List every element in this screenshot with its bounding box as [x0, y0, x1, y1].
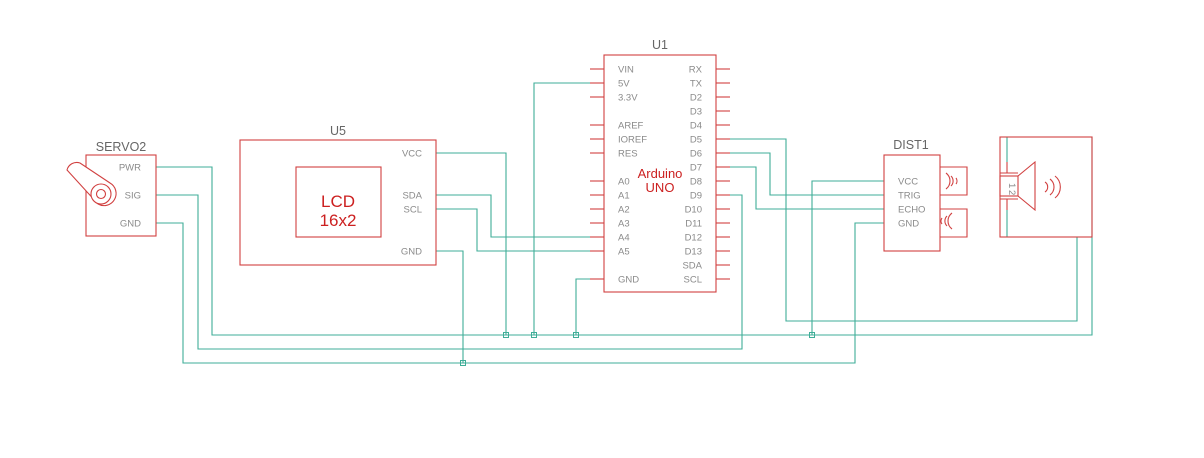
wire-d9-servo-sig[interactable] — [156, 194, 743, 350]
arduino-body — [603, 54, 717, 293]
arduino-left-pin-label: VIN — [618, 65, 634, 76]
servo-horn-icon — [66, 161, 117, 207]
dist-ref-label: DIST1 — [893, 138, 928, 152]
lcd-pin-label: SDA — [402, 191, 422, 202]
sound-wave-icon — [1044, 175, 1061, 199]
servo-pins: PWR SIG GND — [119, 163, 141, 230]
wire-gnd-servo[interactable] — [156, 222, 884, 364]
arduino-right-pin-label: SCL — [684, 275, 702, 286]
arduino-right-pin-label: RX — [689, 65, 703, 76]
arduino-title-line1: Arduino — [638, 166, 683, 181]
wire-d7-echo[interactable] — [716, 166, 884, 210]
arduino-left-pin-label: GND — [618, 275, 639, 286]
ultrasonic-transducer-icon — [940, 166, 968, 238]
lcd-pin-label: GND — [401, 247, 422, 258]
wire-5v-lcd-vcc[interactable] — [436, 152, 507, 335]
servo-pin-label: GND — [120, 219, 141, 230]
lcd-pins: VCC SDA SCL GND — [401, 149, 423, 258]
arduino-left-pin-label: A4 — [618, 233, 630, 244]
arduino-right-pin-label: D2 — [690, 93, 702, 104]
junction — [573, 332, 579, 338]
arduino-right-pin-label: D3 — [690, 107, 702, 118]
arduino-right-pin-label: SDA — [682, 261, 702, 272]
lcd-title-line2: 16x2 — [320, 211, 357, 230]
lcd-pin-label: VCC — [402, 149, 422, 160]
servo-pin-label: SIG — [125, 191, 141, 202]
speaker-component[interactable]: 1 2 — [999, 136, 1093, 238]
wire-5v-rail[interactable] — [156, 82, 604, 336]
arduino-right-pin-label: D12 — [685, 233, 702, 244]
junction — [809, 332, 815, 338]
dist-pin-label: TRIG — [898, 191, 921, 202]
arduino-left-pin-label: 3.3V — [618, 93, 638, 104]
servo-pin-label: PWR — [119, 163, 141, 174]
arduino-title-line2: UNO — [646, 180, 675, 195]
wire-scl[interactable] — [436, 208, 604, 252]
servo-ref-label: SERVO2 — [96, 140, 147, 154]
arduino-uno-component[interactable]: U1 Arduino UNO VIN 5V 3.3V AREF IOREF RES A0A1… — [590, 38, 730, 293]
dist-body — [883, 154, 941, 252]
lcd-body — [239, 139, 437, 266]
arduino-left-pin-label: A1 — [618, 191, 630, 202]
servo-body — [85, 154, 157, 237]
junction — [460, 360, 466, 366]
wire-5v-dist-vcc[interactable] — [534, 180, 884, 336]
arduino-left-pin-label: A2 — [618, 205, 630, 216]
arduino-left-pin-label: A3 — [618, 219, 630, 230]
dist-pin-label: ECHO — [898, 205, 925, 216]
distance-sensor-component[interactable]: DIST1 VCC TRIG ECHO GND — [883, 138, 968, 252]
arduino-right-pin-label: D4 — [690, 121, 702, 132]
arduino-right-pin-label: D9 — [690, 191, 702, 202]
arduino-left-pin-label: A0 — [618, 177, 630, 188]
arduino-right-pin-label: TX — [690, 79, 703, 90]
arduino-left-pin-label: IOREF — [618, 135, 647, 146]
arduino-right-pin-label: D7 — [690, 163, 702, 174]
arduino-left-pin-label: AREF — [618, 121, 644, 132]
arduino-ref-label: U1 — [652, 38, 668, 52]
wire-gnd-arduino[interactable] — [575, 278, 604, 335]
wire-gnd-lcd[interactable] — [436, 250, 464, 363]
speaker-pin-label-2: 2 — [1006, 190, 1017, 195]
arduino-left-pin-label: RES — [618, 149, 638, 160]
dist-pin-label: VCC — [898, 177, 918, 188]
junctions — [460, 332, 815, 366]
lcd-title-line1: LCD — [321, 192, 355, 211]
wire-sda[interactable] — [436, 194, 604, 238]
speaker-pin-label-1: 1 — [1006, 183, 1017, 188]
arduino-left-pin-label: A5 — [618, 247, 630, 258]
arduino-right-pin-label: D8 — [690, 177, 702, 188]
junction — [531, 332, 537, 338]
speaker-cone-icon — [1017, 160, 1036, 212]
lcd-pin-label: SCL — [404, 205, 422, 216]
arduino-right-pin-label: D11 — [685, 219, 702, 230]
arduino-right-pin-label: D10 — [685, 205, 702, 216]
arduino-right-pin-label: D13 — [685, 247, 702, 258]
arduino-left-pin-label: 5V — [618, 79, 630, 90]
arduino-right-pin-label: D6 — [690, 149, 702, 160]
junction — [503, 332, 509, 338]
lcd-display-box — [295, 166, 382, 238]
lcd-component[interactable]: U5 LCD 16x2 VCC SDA SCL GND — [239, 124, 437, 266]
arduino-right-pin-label: D5 — [690, 135, 702, 146]
dist-pins: VCC TRIG ECHO GND — [898, 177, 925, 230]
wire-d6-trig[interactable] — [716, 152, 884, 196]
speaker-magnet — [999, 175, 1019, 197]
dist-pin-label: GND — [898, 219, 919, 230]
lcd-ref-label: U5 — [330, 124, 346, 138]
servo-component[interactable]: SERVO2 PWR SIG GND — [66, 140, 157, 237]
